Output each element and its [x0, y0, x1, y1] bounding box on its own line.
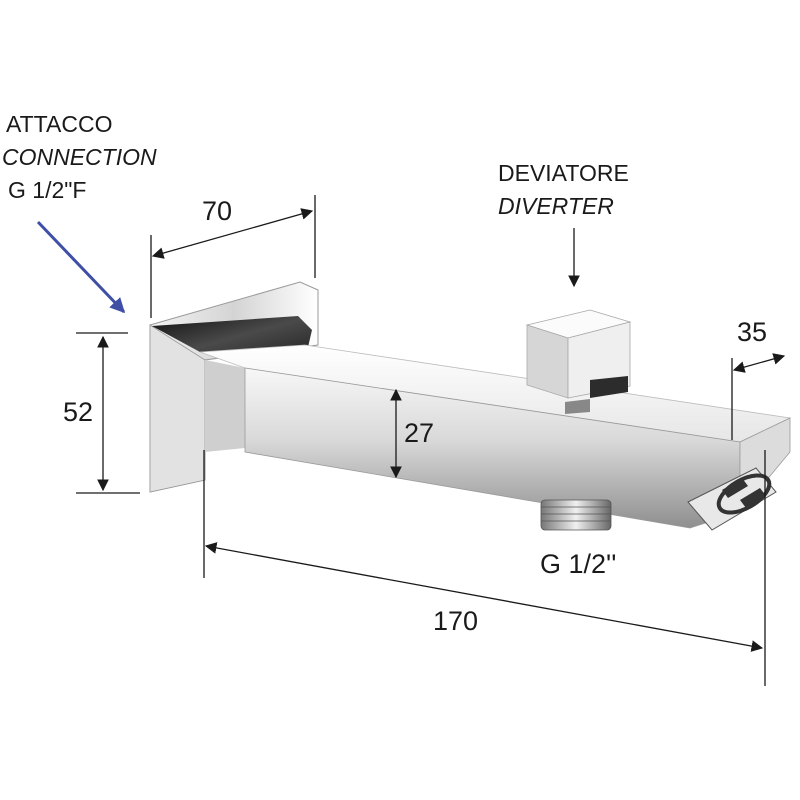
connection-pointer-arrow — [36, 220, 126, 314]
dim-35-label: 35 — [737, 317, 767, 347]
dimension-lines — [76, 195, 786, 686]
diverter-label-en: DIVERTER — [498, 193, 614, 219]
threaded-outlet — [540, 499, 612, 531]
outlet-thread-label: G 1/2'' — [540, 549, 616, 579]
dim-27-label: 27 — [404, 418, 434, 448]
connection-label-en: CONNECTION — [2, 144, 157, 170]
connection-label-it: ATTACCO — [6, 111, 112, 137]
dim-170-line — [204, 542, 764, 652]
dim-70-line — [151, 208, 314, 259]
spout-product-image — [149, 281, 792, 531]
dim-170-label: 170 — [433, 606, 478, 636]
diverter-knob — [525, 309, 632, 414]
dim-70-label: 70 — [202, 196, 232, 226]
dim-35-line — [732, 353, 786, 373]
diverter-label-it: DEVIATORE — [498, 160, 629, 186]
dim-52-label: 52 — [63, 397, 93, 427]
connection-thread-label: G 1/2"F — [8, 177, 86, 203]
aerator-outlet — [687, 467, 777, 531]
